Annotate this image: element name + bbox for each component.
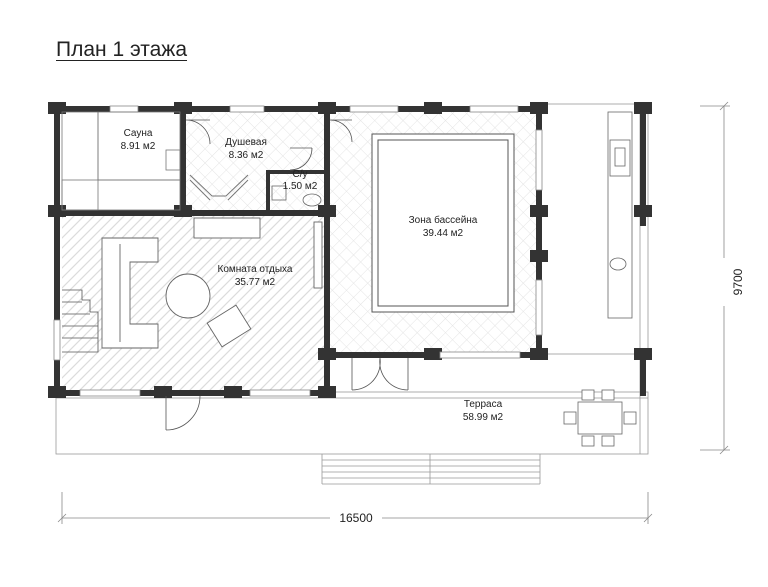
room-name-terrace: Терраса [464,399,503,410]
room-area-shower: 8.36 м2 [229,150,264,161]
room-name-pool-zone: Зона бассейна [409,214,478,226]
sauna-benches [61,111,181,211]
room-area-terrace: 58.99 м2 [463,412,504,423]
dining-set [563,389,637,447]
room-area-rest-room: 35.77 м2 [235,277,276,288]
doors [165,119,409,431]
room-area-wc: 1.50 м2 [283,181,318,192]
dimension-lines [57,101,730,524]
room-area-pool-zone: 39.44 м2 [423,228,464,239]
wall-log-ends [48,102,652,398]
room-name-wc: С/у [293,169,308,180]
room-name-shower: Душевая [225,137,267,148]
entry-steps [321,454,541,485]
bathroom-fixtures [271,185,322,207]
staircase [62,289,99,353]
shower-partitions [189,174,249,201]
room-name-sauna: Сауна [124,128,153,139]
room-area-sauna: 8.91 м2 [121,141,156,152]
pool [371,133,515,313]
page-title: План 1 этажа [56,38,188,61]
terrace-fixtures [607,111,633,319]
windows [53,105,543,397]
dimension-height: 9700 [731,268,745,295]
room-name-rest-room: Комната отдыха [218,264,293,275]
shower-floor [186,112,324,210]
dimension-width: 16500 [339,511,373,525]
rest-room-furniture [101,217,323,349]
